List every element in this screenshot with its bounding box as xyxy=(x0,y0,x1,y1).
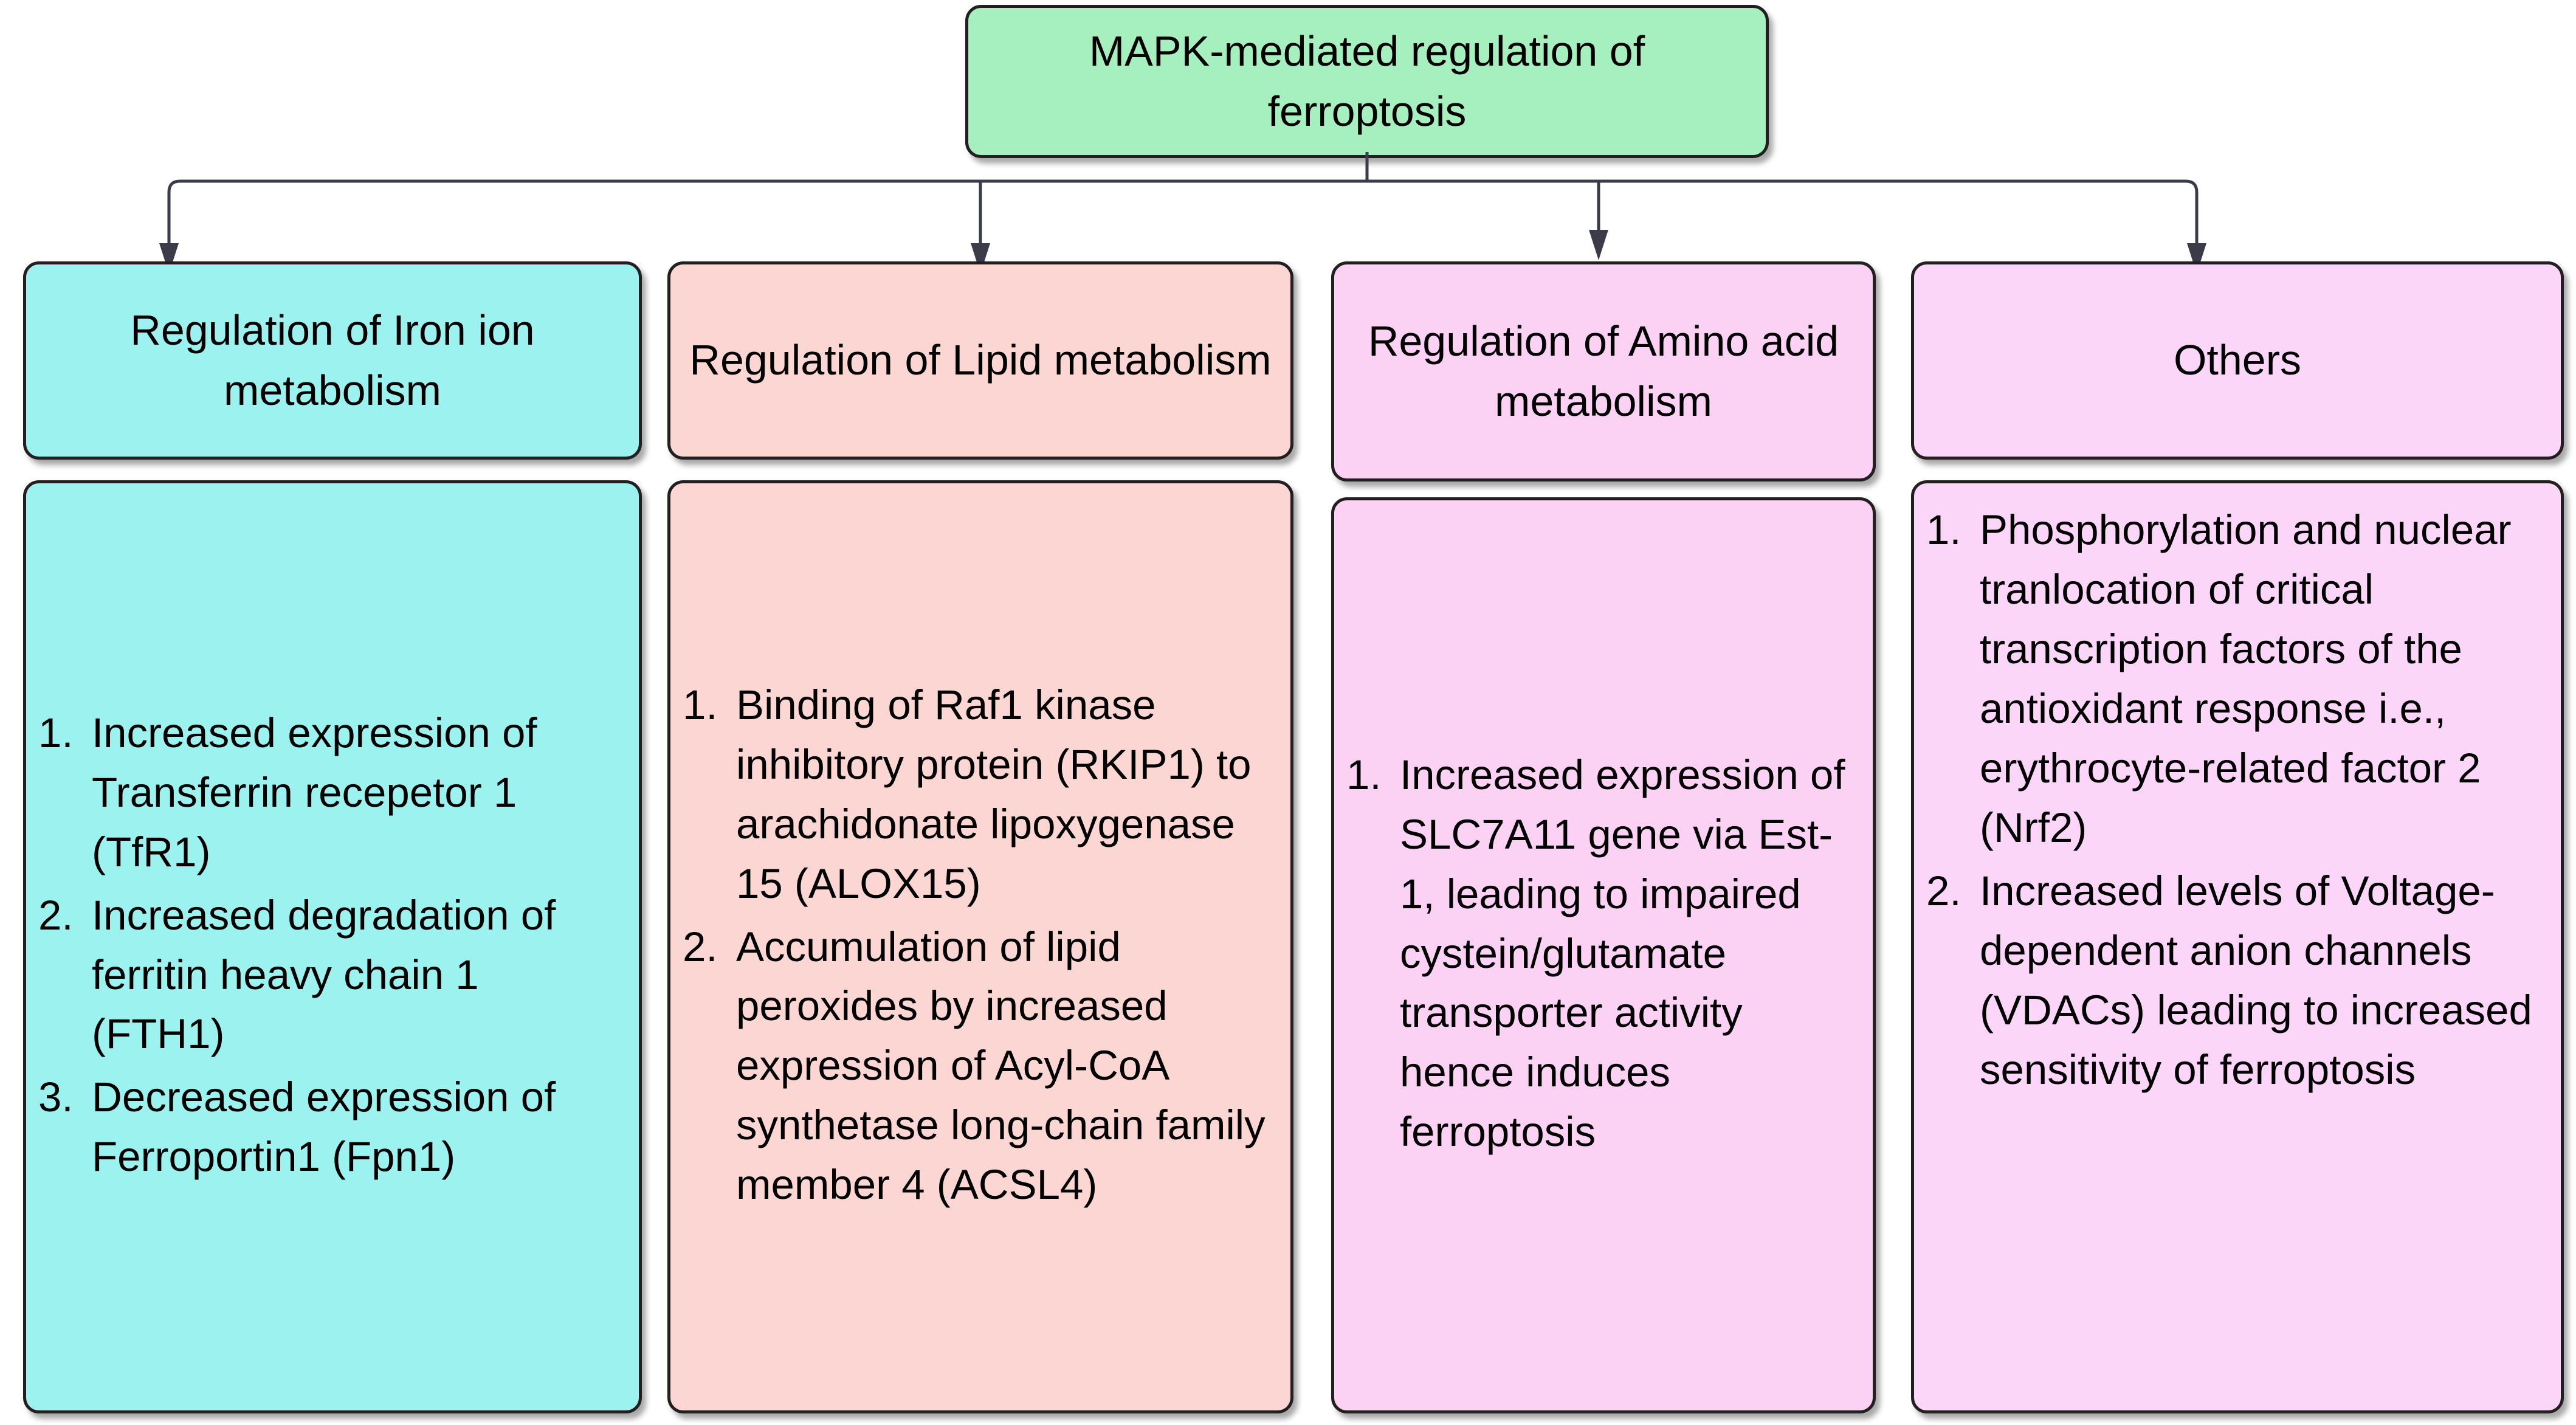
header-node-iron-metabolism: Regulation of Iron ion metabolism xyxy=(23,261,642,460)
body-node-others: 1. Phosphorylation and nuclear tranlocat… xyxy=(1911,480,2564,1413)
connector-tree xyxy=(159,152,2206,274)
header-label-amino: Regulation of Amino acid metabolism xyxy=(1368,317,1839,425)
list-item: 1. Binding of Raf1 kinase inhibitory pro… xyxy=(683,675,1275,914)
header-label-lipid: Regulation of Lipid metabolism xyxy=(689,336,1272,384)
list-item-text: Decreased expression of Ferroportin1 (Fp… xyxy=(92,1074,556,1181)
connector-bus xyxy=(167,179,2199,250)
list-item: 1. Increased expression of SLC7A11 gene … xyxy=(1346,745,1857,1162)
list-item-text: Increased levels of Voltage-dependent an… xyxy=(1980,867,2532,1093)
arrowhead-amino xyxy=(1589,230,1608,260)
list-item: 2. Increased degradation of ferritin hea… xyxy=(38,886,623,1064)
header-label-others: Others xyxy=(2173,336,2302,384)
list-item-text: Increased expression of Transferrin rece… xyxy=(92,709,537,875)
list-item: 2. Accumulation of lipid peroxides by in… xyxy=(683,917,1275,1215)
step-list-amino: 1. Increased expression of SLC7A11 gene … xyxy=(1346,745,1857,1166)
root-node-label: MAPK-mediated regulation of ferroptosis xyxy=(1089,27,1645,135)
header-node-lipid-metabolism: Regulation of Lipid metabolism xyxy=(667,261,1293,460)
body-node-lipid-metabolism: 1. Binding of Raf1 kinase inhibitory pro… xyxy=(667,480,1293,1413)
list-item-number: 2. xyxy=(38,891,74,939)
list-item-text: Phosphorylation and nuclear tranlocation… xyxy=(1980,506,2512,851)
list-item: 1. Increased expression of Transferrin r… xyxy=(38,703,623,882)
body-node-iron-metabolism: 1. Increased expression of Transferrin r… xyxy=(23,480,642,1413)
list-item-number: 1. xyxy=(38,709,74,756)
list-item-number: 2. xyxy=(1926,867,1961,914)
list-item-number: 1. xyxy=(683,681,718,728)
header-node-others: Others xyxy=(1911,261,2564,460)
list-item-number: 1. xyxy=(1346,751,1382,798)
list-item-number: 1. xyxy=(1926,506,1961,553)
step-list-lipid: 1. Binding of Raf1 kinase inhibitory pro… xyxy=(683,675,1275,1219)
list-item-number: 2. xyxy=(683,923,718,970)
body-node-amino-acid-metabolism: 1. Increased expression of SLC7A11 gene … xyxy=(1331,497,1876,1413)
list-item-text: Increased expression of SLC7A11 gene via… xyxy=(1400,751,1845,1156)
list-item: 3. Decreased expression of Ferroportin1 … xyxy=(38,1068,623,1187)
root-node-mapk-ferroptosis: MAPK-mediated regulation of ferroptosis xyxy=(965,5,1769,158)
header-label-iron: Regulation of Iron ion metabolism xyxy=(130,306,535,414)
list-item-number: 3. xyxy=(38,1074,74,1121)
list-item: 2. Increased levels of Voltage-dependent… xyxy=(1926,861,2545,1100)
step-list-others: 1. Phosphorylation and nuclear tranlocat… xyxy=(1926,500,2545,1103)
header-node-amino-acid-metabolism: Regulation of Amino acid metabolism xyxy=(1331,261,1876,481)
list-item-text: Binding of Raf1 kinase inhibitory protei… xyxy=(736,681,1252,907)
list-item-text: Accumulation of lipid peroxides by incre… xyxy=(736,923,1266,1209)
list-item: 1. Phosphorylation and nuclear tranlocat… xyxy=(1926,500,2545,858)
step-list-iron: 1. Increased expression of Transferrin r… xyxy=(38,703,623,1191)
list-item-text: Increased degradation of ferritin heavy … xyxy=(92,891,556,1058)
